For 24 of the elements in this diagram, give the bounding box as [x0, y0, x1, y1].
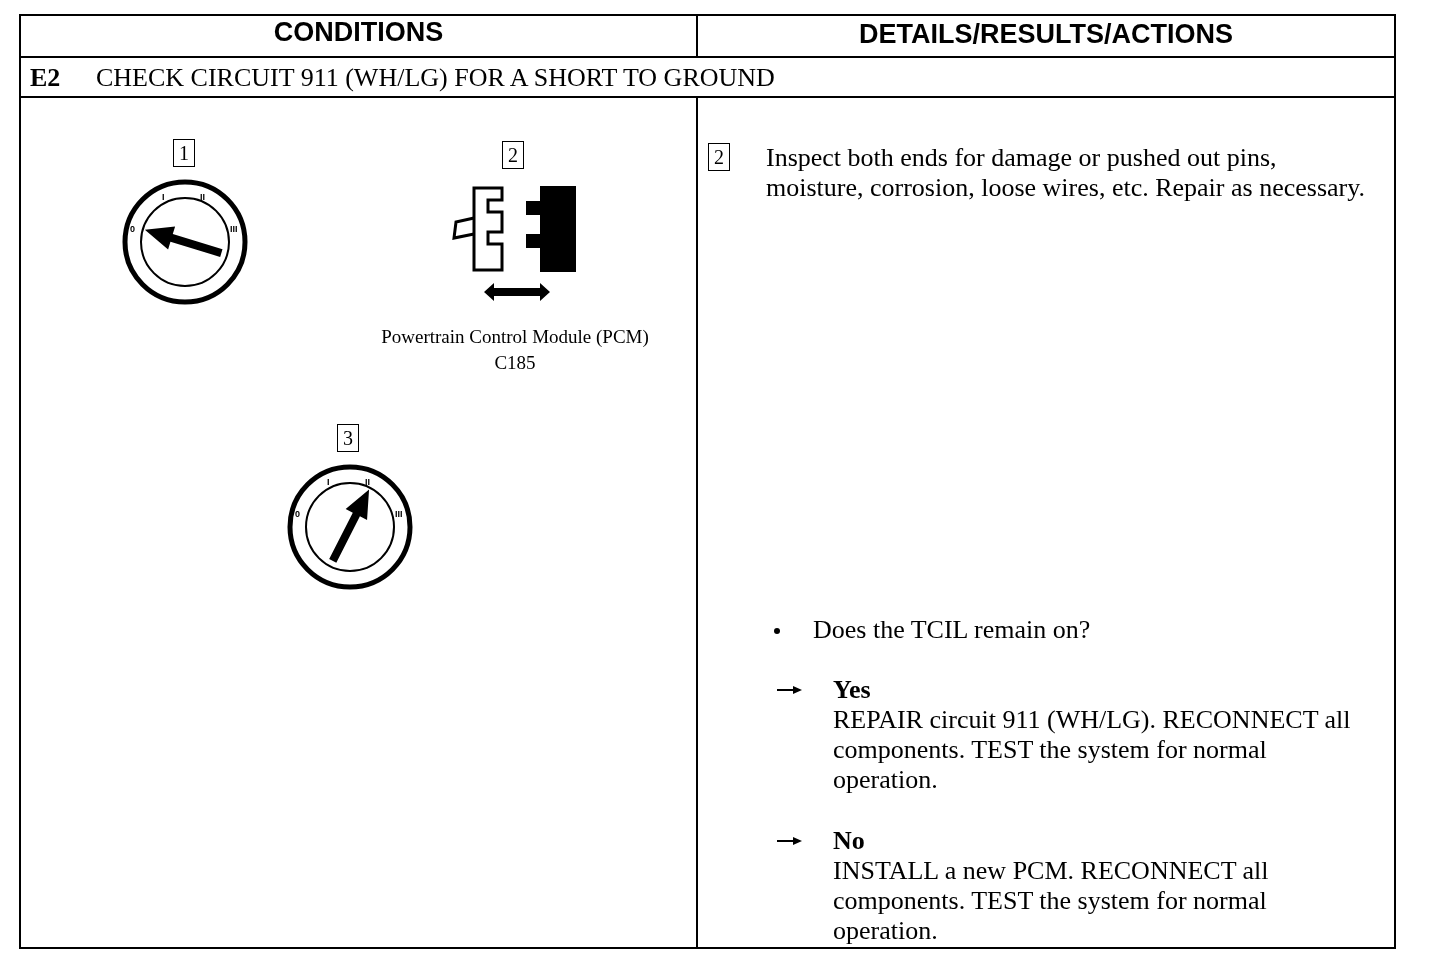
switch-position-mark: II [365, 477, 370, 487]
callout-number: 3 [337, 424, 359, 452]
question-text: Does the TCIL remain on? [813, 615, 1091, 645]
switch-position-mark: II [200, 192, 205, 202]
connector-number: C185 [493, 351, 537, 375]
switch-position-mark: I [162, 192, 165, 202]
callout-number: 2 [708, 143, 730, 171]
switch-position-mark: I [327, 477, 330, 487]
switch-position-mark: 0 [295, 509, 300, 519]
step-title: CHECK CIRCUIT 911 (WH/LG) FOR A SHORT TO GROUND [96, 63, 775, 93]
action-text: REPAIR circuit 911 (WH/LG). RECONNECT all components. TEST the system for normal operation. [833, 705, 1352, 795]
switch-position-mark: III [230, 224, 238, 234]
callout-number: 2 [502, 141, 524, 169]
action-text: INSTALL a new PCM. RECONNECT all components. TEST the system for normal operation. [833, 856, 1270, 946]
answer-heading: Yes [833, 675, 871, 705]
switch-position-mark: III [395, 509, 403, 519]
component-caption: Powertrain Control Module (PCM) [380, 325, 650, 349]
step-number: E2 [30, 63, 61, 93]
switch-position-mark: 0 [130, 224, 135, 234]
column-header: CONDITIONS [272, 17, 445, 47]
callout-number: 1 [173, 139, 195, 167]
instruction-text: Inspect both ends for damage or pushed out pins, moisture, corrosion, loose wires, etc. Repair as necessary. [766, 143, 1366, 203]
answer-heading: No [833, 826, 865, 856]
column-header: DETAILS/RESULTS/ACTIONS [858, 19, 1234, 49]
